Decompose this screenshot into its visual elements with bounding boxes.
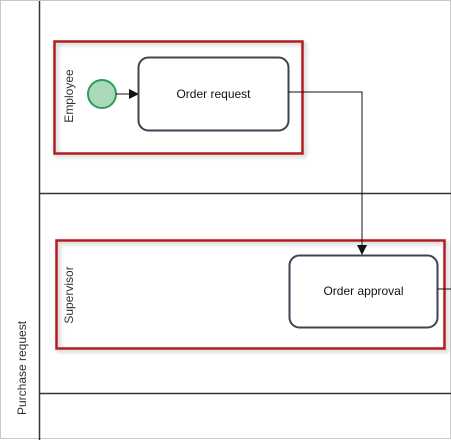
task-order-request-label: Order request — [176, 87, 251, 101]
pool-label: Purchase request — [15, 320, 29, 415]
task-order-approval[interactable] — [288, 254, 439, 329]
start-event[interactable] — [87, 79, 117, 109]
lane-highlight-employee[interactable] — [53, 40, 304, 155]
task-order-approval-label: Order approval — [323, 284, 403, 298]
lane-label-employee: Employee — [62, 69, 76, 123]
task-order-request[interactable] — [137, 56, 290, 132]
lane-highlight-supervisor[interactable] — [55, 239, 446, 350]
sequence-flow-order-request-to-order-approval[interactable] — [288, 91, 367, 255]
lane-label-supervisor: Supervisor — [62, 266, 76, 323]
